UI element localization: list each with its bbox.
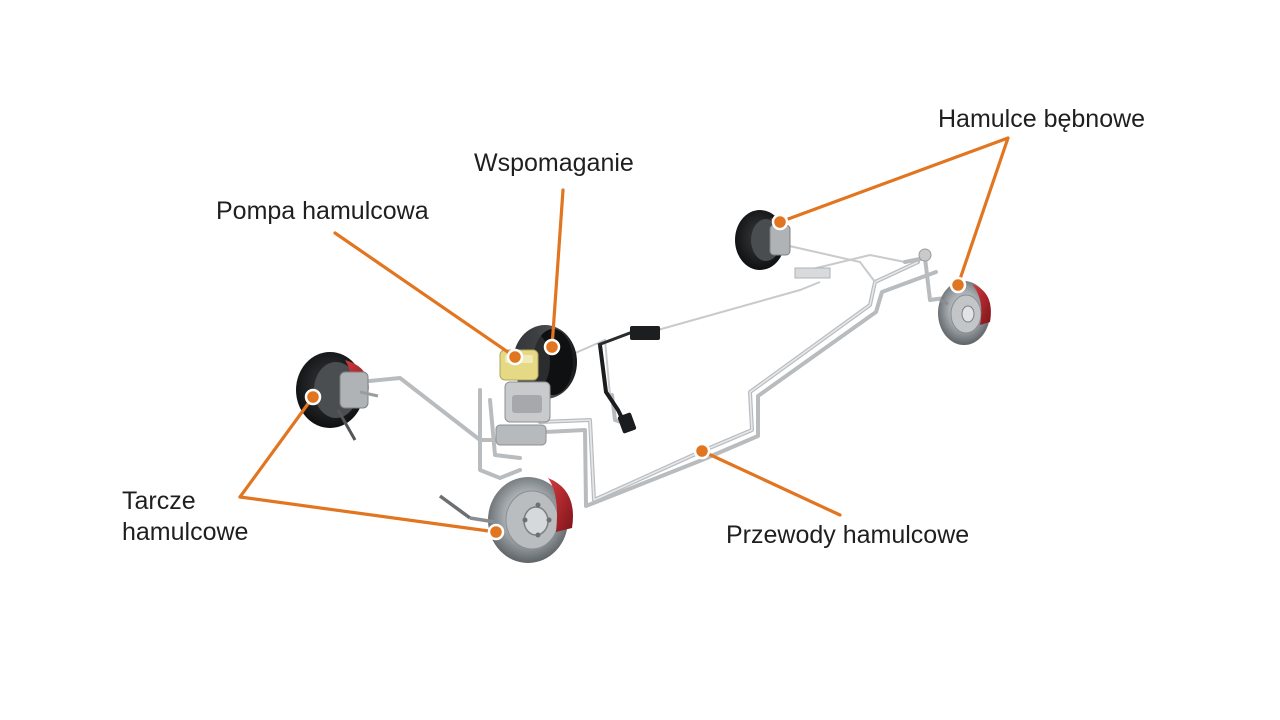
dot-drum-left [771, 213, 789, 231]
crossmember-bracket [794, 267, 831, 279]
dot-master-cylinder [506, 348, 524, 366]
dot-drum-right [949, 276, 967, 294]
label-disc-brakes-line1: Tarcze [122, 487, 196, 515]
front-left-disc-brake [296, 352, 379, 441]
label-brake-lines: Przewody hamulcowe [726, 521, 970, 549]
leader-master-cylinder [333, 231, 517, 359]
leader-booster [550, 188, 565, 349]
label-drum-brakes: Hamulce bębnowe [938, 105, 1146, 133]
label-brake-booster: Wspomaganie [474, 149, 634, 177]
leader-drum-right [956, 136, 1010, 287]
pedal-bracket [630, 326, 660, 340]
label-master-cylinder: Pompa hamulcowa [216, 197, 429, 225]
leader-disc-right [238, 495, 498, 534]
dot-disc-left [304, 388, 322, 406]
dot-disc-right [487, 523, 505, 541]
brake-pedal [597, 326, 661, 434]
leader-dots [304, 213, 967, 541]
rear-right-drum-brake [938, 281, 991, 345]
dot-brake-lines [693, 442, 711, 460]
label-disc-brakes-line2: hamulcowe [122, 518, 249, 546]
leader-lines [238, 136, 1010, 534]
rear-junction-fitting [918, 248, 932, 262]
brake-pipes [358, 244, 947, 508]
leader-brake-lines [700, 449, 842, 517]
leader-disc-left [238, 395, 315, 499]
label-disc-brakes: Tarcze hamulcowe [122, 486, 248, 548]
front-right-disc-brake [438, 477, 573, 563]
dot-booster [543, 338, 561, 356]
leader-drum-left [778, 136, 1010, 224]
